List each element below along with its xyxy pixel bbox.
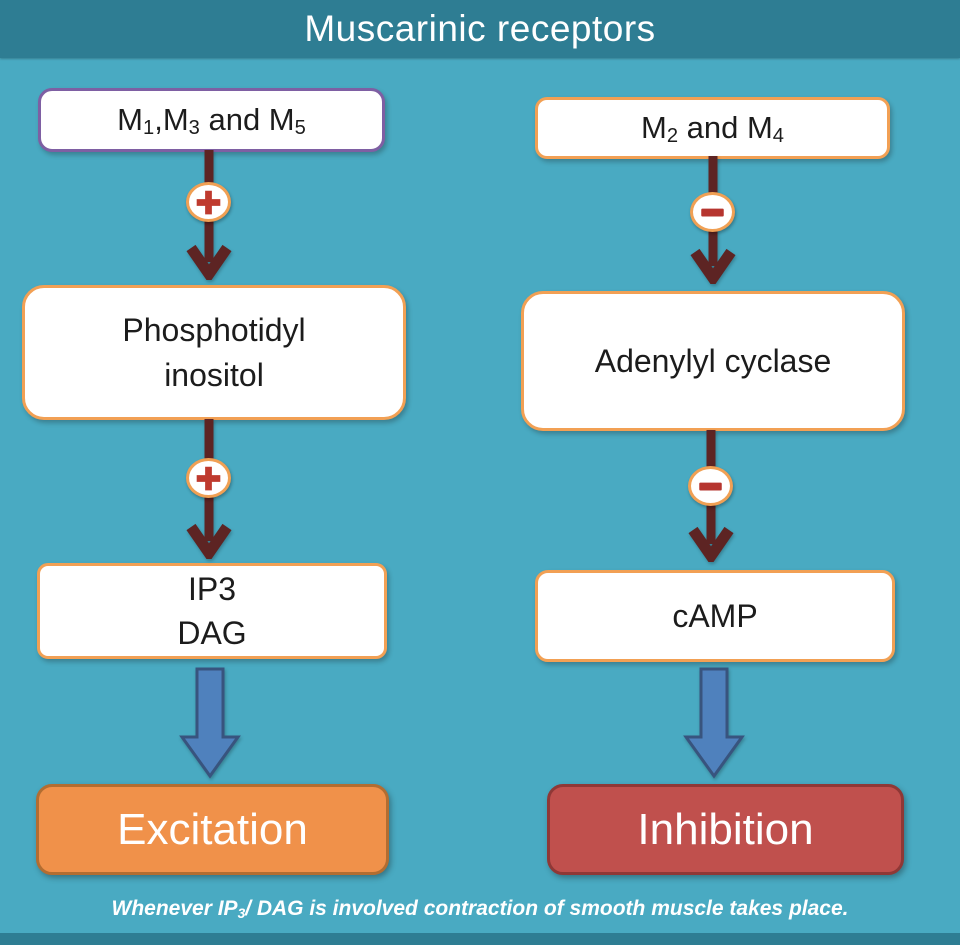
plus-glyph [196, 466, 221, 490]
minus-icon [690, 192, 735, 232]
plus-glyph [196, 190, 221, 214]
process-box-ip3-dag: IP3 DAG [37, 563, 387, 659]
process-box-camp: cAMP [535, 570, 895, 662]
process-label-line: DAG [177, 615, 247, 651]
outcome-box-excitation: Excitation [36, 784, 389, 875]
process-label-line: cAMP [672, 597, 758, 634]
bottom-strip-divider [0, 933, 960, 945]
receptor-label: M2 and M4 [640, 109, 784, 148]
outcome-box-inhibition: Inhibition [547, 784, 904, 875]
footnote-caption: Whenever IP3/ DAG is involved contractio… [111, 897, 849, 921]
block-arrow-icon [179, 667, 241, 779]
page-title: Muscarinic receptors [304, 8, 656, 49]
block-arrow-icon [683, 667, 745, 779]
minus-glyph [701, 208, 724, 216]
outcome-label: Excitation [117, 804, 308, 854]
process-label-line: Adenylyl cyclase [594, 342, 832, 379]
outcome-label: Inhibition [637, 804, 814, 854]
minus-icon [688, 466, 733, 506]
process-label-line: Phosphotidyl [122, 312, 306, 349]
plus-icon [186, 458, 231, 498]
process-label-line: IP3 [187, 570, 237, 607]
receptor-label: M1,M3 and M5 [117, 101, 306, 140]
process-label-line: inositol [164, 356, 264, 393]
receptor-box-m1-m3-m5: M1,M3 and M5 [38, 88, 385, 152]
process-box-phosphotidyl-inositol: Phosphotidyl inositol [22, 285, 406, 420]
minus-glyph [699, 482, 722, 490]
plus-icon [186, 182, 231, 222]
title-bar: Muscarinic receptors [0, 0, 960, 58]
process-box-adenylyl-cyclase: Adenylyl cyclase [521, 291, 905, 431]
receptor-box-m2-m4: M2 and M4 [535, 97, 890, 159]
